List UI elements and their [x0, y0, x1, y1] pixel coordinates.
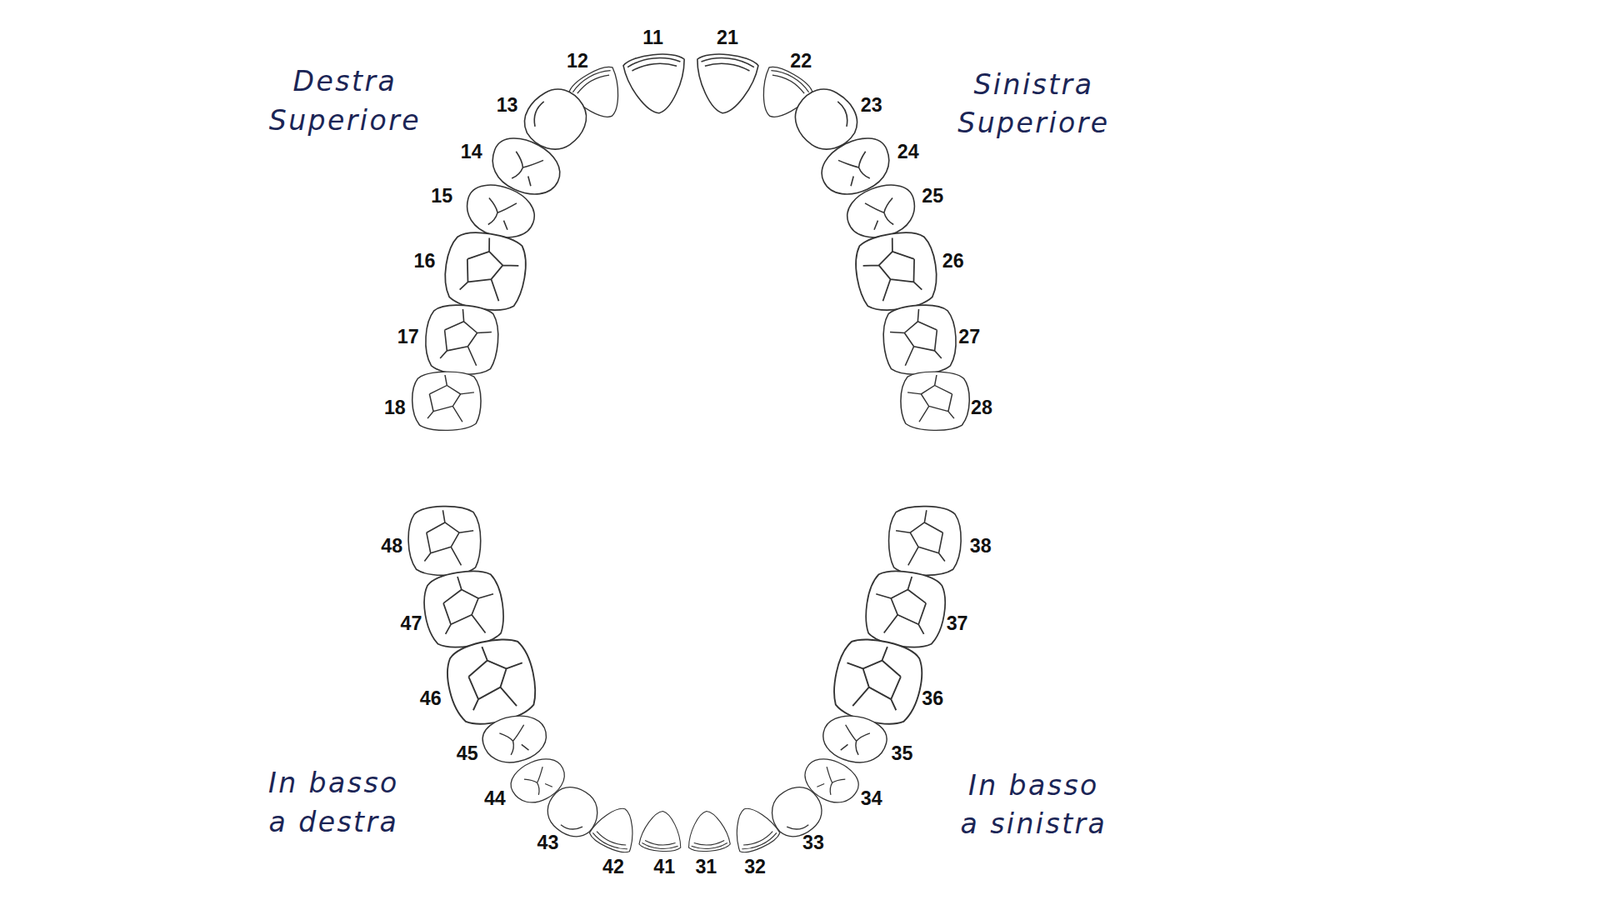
tooth-outline: [622, 51, 690, 117]
tooth-outline: [408, 506, 481, 576]
tooth-number: 42: [602, 856, 625, 876]
quadrant-label: Destra Superiore: [266, 62, 423, 140]
quadrant-label: In basso a sinistra: [958, 766, 1110, 845]
quadrant-label: Sinistra Superiore: [955, 65, 1112, 143]
tooth-number: 43: [537, 833, 560, 853]
tooth-number: 47: [400, 614, 423, 634]
tooth-number: 34: [860, 788, 883, 808]
quadrant-label: In basso a destra: [266, 764, 402, 842]
tooth-number: 13: [496, 95, 519, 115]
tooth-outline: [827, 633, 928, 731]
tooth-number: 21: [716, 28, 739, 48]
tooth-number: 23: [860, 95, 883, 115]
tooth-number: 38: [970, 535, 992, 555]
tooth-number: 32: [744, 856, 766, 876]
tooth-outline: [900, 371, 970, 430]
tooth-number: 45: [456, 743, 479, 763]
tooth-number: 41: [653, 856, 675, 876]
tooth-outline: [850, 227, 943, 316]
tooth-outline: [587, 800, 645, 857]
tooth-number: 18: [384, 397, 406, 417]
tooth-number: 35: [891, 743, 914, 763]
tooth-outline: [441, 633, 542, 731]
tooth-outline: [420, 566, 508, 651]
tooth-outline: [422, 302, 501, 378]
tooth-number: 24: [897, 142, 920, 162]
tooth-number: 48: [380, 535, 403, 555]
tooth-number: 31: [695, 856, 717, 876]
tooth-outline: [440, 227, 532, 316]
tooth-number: 11: [642, 28, 664, 48]
tooth-number: 17: [397, 326, 420, 346]
tooth-number: 25: [921, 185, 944, 205]
tooth-number: 37: [946, 614, 969, 634]
tooth-outline: [638, 809, 684, 853]
tooth-number: 14: [460, 142, 483, 162]
tooth-number: 15: [430, 185, 453, 205]
tooth-number: 28: [970, 397, 993, 417]
tooth-number: 26: [942, 251, 965, 271]
tooth-outline: [685, 809, 731, 853]
tooth-number: 16: [413, 251, 435, 271]
tooth-outline: [412, 371, 481, 430]
tooth-number: 22: [790, 51, 812, 71]
tooth-outline: [861, 566, 950, 651]
tooth-number: 27: [958, 326, 980, 346]
tooth-number: 46: [420, 688, 442, 708]
tooth-number: 33: [802, 833, 825, 853]
tooth-number: 12: [566, 51, 589, 71]
tooth-outline: [880, 302, 960, 378]
tooth-outline: [889, 506, 962, 576]
tooth-number: 44: [484, 788, 506, 808]
tooth-outline: [724, 800, 782, 857]
tooth-outline: [691, 51, 759, 117]
tooth-number: 36: [921, 688, 944, 708]
